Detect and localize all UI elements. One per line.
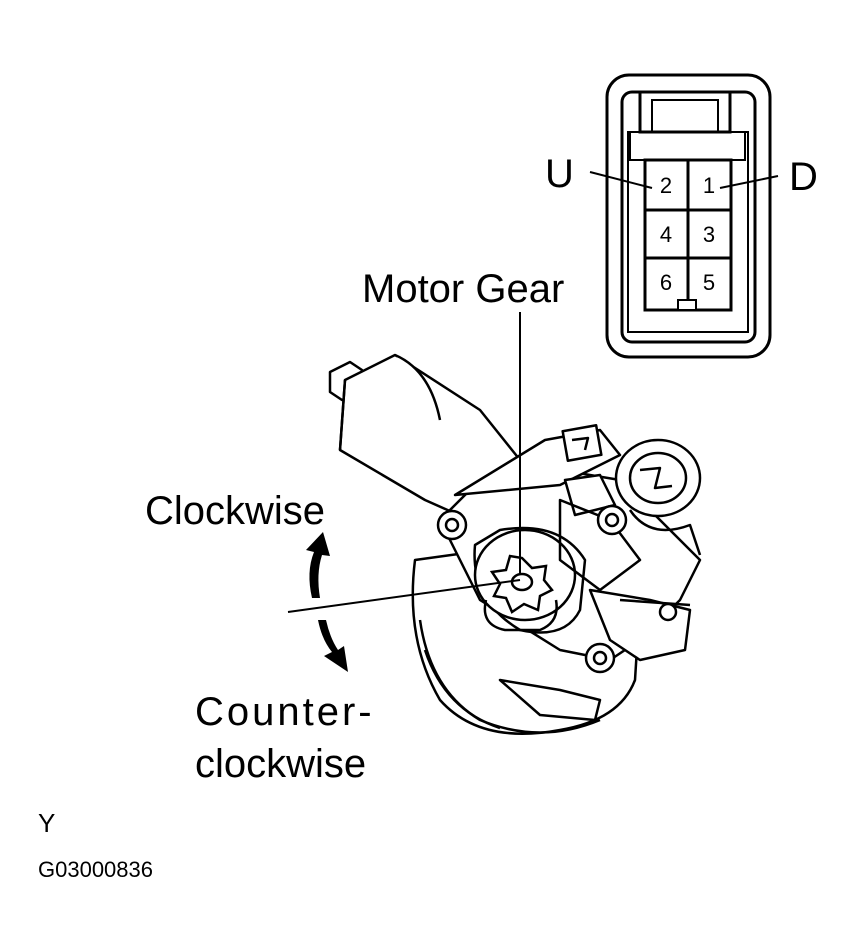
clockwise-label: Clockwise [145,489,325,533]
d-label: D [789,155,818,199]
u-label: U [545,152,574,196]
counterclockwise-arrow-icon [318,620,348,672]
d-leader-line [719,175,779,189]
connector [605,73,772,359]
counterclockwise-label-line2: clockwise [195,742,366,786]
motor-assembly [328,353,702,735]
corner-letter: Y [38,808,55,838]
pin-4: 4 [660,222,672,247]
pin-2: 2 [660,173,672,198]
pin-3: 3 [703,222,715,247]
u-leader-line [589,171,653,189]
connector-pins: 2 1 4 3 6 5 [660,173,715,295]
pin-1: 1 [703,173,715,198]
counterclockwise-label-line1: Counter- [195,690,375,734]
clockwise-arrow-icon [306,532,330,598]
pin-6: 6 [660,270,672,295]
pin-5: 5 [703,270,715,295]
rotation-leader-line [287,579,521,613]
motor-gear-label: Motor Gear [362,267,564,311]
figure-code: G03000836 [38,857,153,882]
motor-gear [483,554,558,632]
rotation-arrows [306,532,348,672]
